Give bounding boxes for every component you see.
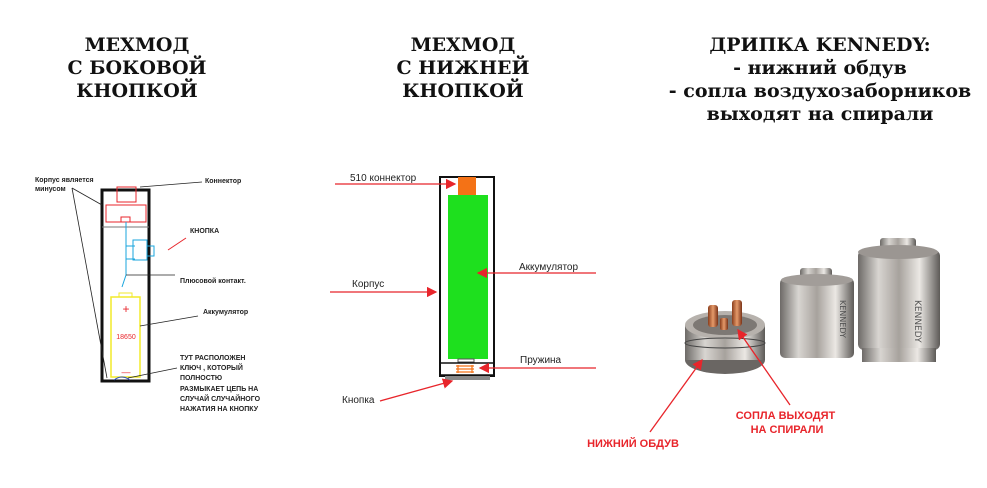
connector [116, 186, 137, 203]
plus-sign: + [122, 302, 129, 316]
title-line: С БОКОВОЙ КНОПКОЙ [67, 57, 207, 102]
label-connector-510: 510 коннектор [350, 173, 417, 184]
title-line: МЕХМОД [84, 34, 190, 56]
engraving: KENNEDY [912, 300, 922, 343]
connector-base [105, 204, 147, 223]
connector-510 [458, 177, 476, 195]
title-kennedy: ДРИПКА KENNEDY: - нижний обдув - сопла в… [660, 34, 980, 126]
side-button-mod-diagram: + 18650 — Корпус является минусом Коннек… [35, 177, 262, 413]
label-battery: Аккумулятор [519, 262, 578, 273]
label-body-minus: Корпус является минусом [35, 177, 96, 193]
label-body: Корпус [352, 279, 384, 290]
minus-sign: — [122, 367, 131, 377]
spring [456, 365, 474, 373]
button [445, 376, 490, 380]
bottom-button-mod-diagram: 510 коннектор Корпус Аккумулятор Пружина… [330, 173, 596, 406]
open-deck [684, 300, 766, 374]
title-side-button-mod: МЕХМОД С БОКОВОЙ КНОПКОЙ [17, 34, 257, 103]
title-line: - сопла воздухозаборников [668, 80, 972, 102]
label-switch-note: ТУТ РАСПОЛОЖЕН КЛЮЧ , КОТОРЫЙ ПОЛНОСТЮ Р… [180, 355, 262, 413]
title-line: С НИЖНЕЙ КНОПКОЙ [396, 57, 530, 102]
label-nozzles: СОПЛА ВЫХОДЯТ НА СПИРАЛИ [736, 410, 839, 436]
mod-body [100, 188, 151, 383]
title-line: МЕХМОД [410, 34, 516, 56]
label-battery: Аккумулятор [203, 309, 248, 316]
label-plus-contact: Плюсовой контакт. [180, 277, 246, 285]
svg-text:KENNEDY: KENNEDY [838, 300, 847, 338]
battery [448, 195, 488, 359]
battery-model: 18650 [116, 334, 136, 341]
label-bottom-airflow: НИЖНИЙ ОБДУВ [587, 437, 679, 450]
middle-cap: KENNEDY [780, 268, 854, 358]
label-spring: Пружина [520, 355, 562, 366]
label-button: КНОПКА [190, 228, 219, 235]
title-line: выходят на спирали [706, 103, 934, 125]
tall-cap: KENNEDY [858, 238, 940, 362]
side-button [132, 239, 148, 261]
title-line: ДРИПКА KENNEDY: [709, 34, 931, 56]
title-bottom-button-mod: МЕХМОД С НИЖНЕЙ КНОПКОЙ [343, 34, 583, 103]
label-button: Кнопка [342, 395, 375, 406]
label-connector: Коннектор [205, 178, 241, 185]
title-line: - нижний обдув [733, 57, 907, 79]
kennedy-photo: KENNEDY KENNEDY СОПЛА ВЫХОДЯТ НА СПИРАЛИ… [587, 238, 940, 450]
